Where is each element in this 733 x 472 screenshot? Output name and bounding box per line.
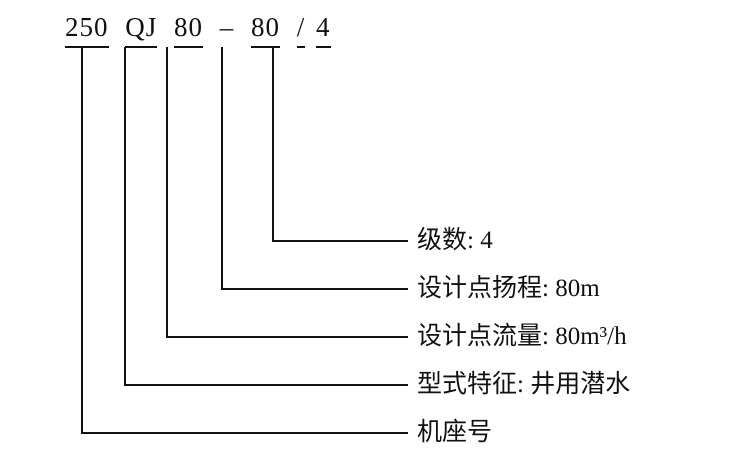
callout-hline-design-flow xyxy=(166,336,408,338)
callout-vline-design-flow xyxy=(166,47,168,338)
model-code: 250 QJ 80 – 80 / 4 xyxy=(65,12,331,48)
model-token-head: 80 xyxy=(251,12,281,48)
model-token-dash: – xyxy=(219,12,235,42)
callout-hline-frame-number xyxy=(81,432,408,434)
callout-label-stages: 级数: 4 xyxy=(417,227,493,254)
callout-vline-stages xyxy=(272,47,274,242)
callout-hline-design-head xyxy=(221,288,408,290)
callout-hline-stages xyxy=(272,240,408,242)
model-token-frame-size: 250 xyxy=(65,12,109,48)
callout-label-frame-number: 机座号 xyxy=(417,419,493,446)
callout-label-design-flow: 设计点流量: 80m³/h xyxy=(417,323,627,350)
callout-vline-frame-number xyxy=(81,47,83,434)
model-token-type-code: QJ xyxy=(125,12,158,48)
callout-label-design-head: 设计点扬程: 80m xyxy=(417,275,600,302)
callout-vline-type-feature xyxy=(124,47,126,386)
model-token-flow: 80 xyxy=(174,12,204,48)
model-token-slash: / xyxy=(296,12,306,48)
callout-hline-type-feature xyxy=(124,384,408,386)
model-token-stages: 4 xyxy=(316,12,331,48)
callout-label-type-feature: 型式特征: 井用潜水 xyxy=(417,371,631,398)
callout-vline-design-head xyxy=(221,47,223,290)
